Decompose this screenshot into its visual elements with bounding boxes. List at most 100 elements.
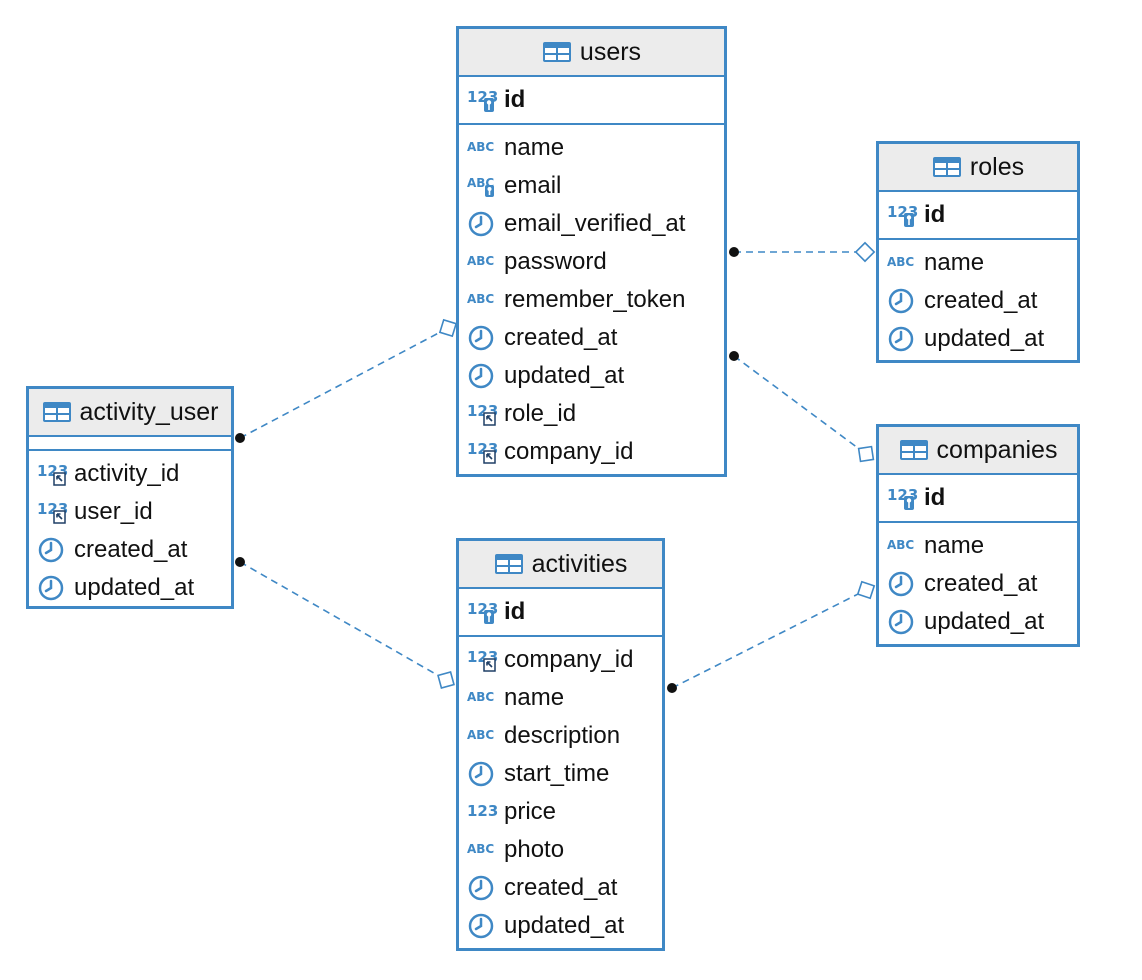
- many-end-dot: [729, 351, 739, 361]
- text-type-icon: ABC: [466, 837, 500, 863]
- relation-users-companies[interactable]: [729, 351, 875, 463]
- svg-text:123: 123: [467, 802, 498, 820]
- column-name: activity_id: [74, 460, 180, 487]
- column-name: price: [504, 798, 557, 825]
- column-created-at[interactable]: created_at: [879, 565, 1077, 603]
- column-name: created_at: [924, 287, 1038, 314]
- number-type-icon: 123: [466, 799, 500, 825]
- entity-header[interactable]: users: [459, 29, 724, 77]
- clock-icon: [36, 537, 70, 563]
- many-end-dot: [667, 683, 677, 693]
- clock-icon: [886, 609, 920, 635]
- svg-text:ABC: ABC: [467, 140, 494, 154]
- foreign-key-icon: 123: [36, 499, 70, 525]
- svg-text:ABC: ABC: [887, 538, 914, 552]
- clock-icon: [466, 325, 500, 351]
- clock-icon: [466, 761, 500, 787]
- column-price[interactable]: 123 price: [459, 793, 662, 831]
- column-email-verified-at[interactable]: email_verified_at: [459, 205, 724, 243]
- svg-text:ABC: ABC: [467, 728, 494, 742]
- entity-header[interactable]: activity_user: [29, 389, 231, 437]
- column-created-at[interactable]: created_at: [29, 531, 231, 569]
- column-start-time[interactable]: start_time: [459, 755, 662, 793]
- primary-key-icon: 123: [886, 202, 920, 228]
- relation-activities-companies[interactable]: [667, 580, 876, 693]
- svg-text:ABC: ABC: [467, 292, 494, 306]
- text-type-icon: ABC: [466, 723, 500, 749]
- column-created-at[interactable]: created_at: [459, 319, 724, 357]
- column-name: created_at: [74, 536, 188, 563]
- foreign-key-icon: 123: [466, 439, 500, 465]
- column-updated-at[interactable]: updated_at: [459, 357, 724, 395]
- relation-activity-user-activities[interactable]: [235, 557, 455, 689]
- foreign-key-icon: 123: [36, 461, 70, 487]
- entity-title: activity_user: [79, 397, 219, 426]
- column-name: id: [504, 86, 526, 113]
- column-updated-at[interactable]: updated_at: [879, 603, 1077, 641]
- entity-header[interactable]: roles: [879, 144, 1077, 192]
- column-name: user_id: [74, 498, 153, 525]
- clock-icon: [466, 211, 500, 237]
- relation-users-roles[interactable]: [729, 241, 876, 263]
- many-end-dot: [235, 433, 245, 443]
- one-end-diamond: [857, 445, 875, 463]
- column-updated-at[interactable]: updated_at: [879, 320, 1077, 358]
- table-icon: [542, 41, 572, 63]
- column-created-at[interactable]: created_at: [459, 869, 662, 907]
- many-end-dot: [235, 557, 245, 567]
- column-name: email_verified_at: [504, 210, 686, 237]
- table-icon: [494, 553, 524, 575]
- text-type-icon: ABC: [886, 250, 920, 276]
- text-type-icon: ABC: [466, 135, 500, 161]
- column-name: id: [504, 598, 526, 625]
- column-name: updated_at: [504, 912, 625, 939]
- clock-icon: [466, 363, 500, 389]
- relation-activity-user-users[interactable]: [235, 318, 458, 443]
- column-name: password: [504, 248, 607, 275]
- text-type-icon: ABC: [886, 533, 920, 559]
- column-updated-at[interactable]: updated_at: [29, 569, 231, 607]
- column-name: updated_at: [924, 325, 1045, 352]
- entity-header[interactable]: activities: [459, 541, 662, 589]
- column-name: email: [504, 172, 562, 199]
- entity-header[interactable]: companies: [879, 427, 1077, 475]
- primary-key-icon: 123: [466, 87, 500, 113]
- table-icon: [42, 401, 72, 423]
- column-created-at[interactable]: created_at: [879, 282, 1077, 320]
- relation-line: [239, 561, 439, 677]
- column-updated-at[interactable]: updated_at: [459, 907, 662, 945]
- column-name: updated_at: [74, 574, 195, 601]
- entity-title: roles: [969, 152, 1025, 181]
- entity-title: users: [579, 37, 642, 66]
- clock-icon: [886, 571, 920, 597]
